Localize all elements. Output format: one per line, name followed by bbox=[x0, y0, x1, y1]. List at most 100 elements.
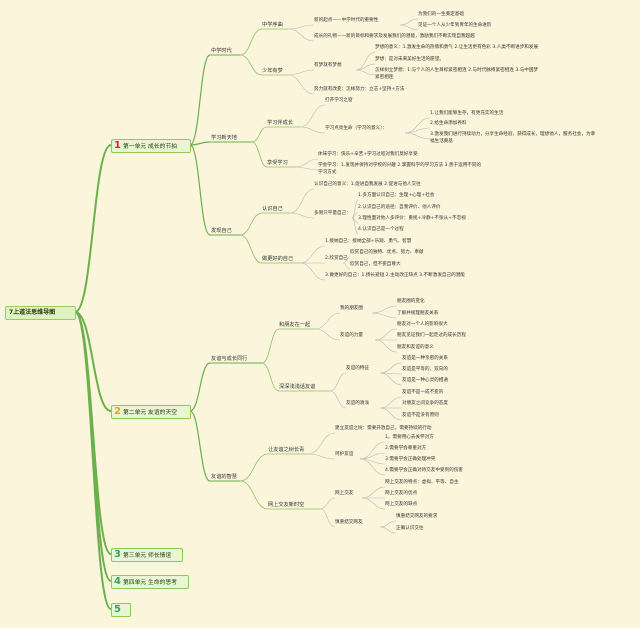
l36 bbox=[371, 305, 398, 314]
topic-appreciate-self[interactable]: 2.欣赏自己 bbox=[325, 256, 348, 261]
l19 bbox=[239, 212, 263, 236]
leaf-care-3: 3.需要学会正确处理冲突 bbox=[385, 457, 436, 462]
leaf-effort-changes: 努力就有改变：怎样努力：立志+坚持+方法 bbox=[314, 87, 405, 92]
topic-enjoy-learning[interactable]: 享受学习 bbox=[267, 160, 288, 166]
l16 bbox=[404, 132, 431, 140]
l49 bbox=[239, 453, 269, 482]
topic-online-friend[interactable]: 网上交友 bbox=[335, 491, 354, 496]
leaf-power-c: 朋友和友谊的意义 bbox=[397, 345, 434, 350]
l5 bbox=[287, 69, 315, 76]
link-root-unit2 bbox=[74, 311, 112, 412]
l11 bbox=[251, 141, 268, 168]
l35 bbox=[314, 328, 341, 341]
topic-care-friendship[interactable]: 呵护友谊 bbox=[335, 452, 354, 457]
unit-1-number: 1 bbox=[114, 140, 121, 151]
leaf-online-a: 网上交友的特点：虚拟、平等、自主 bbox=[385, 480, 459, 485]
l18 bbox=[294, 166, 319, 171]
unit-4-number: 4 bbox=[114, 576, 121, 587]
link-era-prelude bbox=[239, 28, 263, 56]
leaf-feature-a: 友谊是一种亲密的关系 bbox=[402, 356, 448, 361]
leaf-care-1: 1。需要用心去关怀对方 bbox=[385, 435, 434, 440]
l27 bbox=[299, 245, 326, 264]
l53 bbox=[359, 441, 386, 460]
topic-deep-shallow[interactable]: 深深浅浅话友谊 bbox=[279, 384, 316, 390]
link-u1-self bbox=[189, 144, 211, 236]
topic-prelude[interactable]: 中学序曲 bbox=[262, 22, 283, 28]
unit-4-label: 第四单元 生命的思考 bbox=[123, 580, 178, 586]
l52 bbox=[307, 453, 336, 460]
topic-middle-school-era[interactable]: 中学时代 bbox=[211, 48, 232, 54]
topic-friend-circle[interactable]: 我的朋友圈 bbox=[340, 306, 363, 311]
topic-learning-meaning[interactable]: 学习点亮生命（学习的意义）： bbox=[325, 126, 388, 131]
leaf-feature-c: 友谊是一种心灵的相通 bbox=[402, 378, 448, 383]
l61 bbox=[361, 497, 386, 510]
leaf-online-c: 网上交友的缺点 bbox=[385, 502, 418, 507]
leaf-accept-self: 1.接纳自己：接纳全部+乐观、勇气、智慧 bbox=[325, 239, 412, 244]
leaf-multi-angle-3: 3.理性面对他人多评价：重视+冷静+不张从+不忽视 bbox=[358, 216, 466, 221]
topic-learning-world[interactable]: 学习新天地 bbox=[211, 135, 237, 141]
leaf-power-b: 朋友见证我们一起走过的成长历程 bbox=[397, 333, 466, 338]
link-era-youth bbox=[239, 54, 263, 76]
leaf-appreciate-a: 欣赏自己的独特、优点、努力、奉献 bbox=[350, 250, 424, 255]
topic-discover-self[interactable]: 发现自己 bbox=[211, 228, 232, 234]
leaf-know-self-meaning: 认识自己的意义：1.促进自我发展 2.促进与他人交往 bbox=[314, 182, 421, 187]
l30 bbox=[342, 256, 351, 264]
root-node[interactable]: 7上道法思维导图 bbox=[5, 306, 76, 320]
leaf-power-a: 朋友对一个人的影响很大 bbox=[397, 322, 448, 327]
topic-friendship-clarity[interactable]: 友谊的清浅 bbox=[346, 401, 369, 406]
leaf-learn-how: 学会学习：1.发现并保持对学校的兴趣 2.掌握科学的学习方法 3.善于运用不同的 bbox=[318, 163, 482, 168]
topic-have-dream[interactable]: 有梦就有梦想 bbox=[314, 63, 342, 68]
topic-know-self[interactable]: 认识自己 bbox=[262, 206, 283, 212]
l20 bbox=[239, 234, 263, 264]
l2 bbox=[287, 28, 315, 42]
unit-5-node[interactable]: 5 bbox=[111, 603, 131, 617]
l7 bbox=[355, 51, 376, 71]
l50 bbox=[239, 480, 269, 510]
leaf-feature-b: 友谊是平等的，双向的 bbox=[402, 367, 448, 372]
topic-with-friends[interactable]: 和朋友在一起 bbox=[279, 322, 311, 328]
unit-2-label: 第二单元 友谊的天空 bbox=[123, 410, 178, 416]
leaf-multi-angle-4: 4.认识自己是一个过程 bbox=[358, 227, 404, 232]
topic-friendship-power[interactable]: 友谊的力量 bbox=[340, 333, 363, 338]
leaf-new-start-a: 为我们的一生奠定基础 bbox=[418, 12, 464, 17]
leaf-clarity-b: 对朋友之间竞争的态度 bbox=[402, 401, 448, 406]
l51 bbox=[307, 432, 336, 455]
leaf-learning-meaning-a: 1.让我们能够生存，有更充实的生活 bbox=[430, 111, 504, 116]
link-u1-era bbox=[189, 54, 211, 146]
topic-better-self[interactable]: 做更好的自己 bbox=[262, 256, 294, 262]
l40 bbox=[374, 339, 398, 353]
l17 bbox=[294, 158, 319, 168]
l41 bbox=[329, 372, 347, 392]
topic-friendship-wisdom[interactable]: 友谊的智慧 bbox=[211, 474, 237, 480]
l14 bbox=[404, 117, 431, 134]
l23 bbox=[351, 199, 359, 219]
leaf-multi-angle-2: 2.认识自己的途径：自我评价、他人评价 bbox=[358, 205, 441, 210]
link-u2-grow bbox=[189, 362, 211, 412]
l37 bbox=[371, 312, 398, 319]
topic-careful-netfriends[interactable]: 慎重结交网友 bbox=[335, 520, 363, 525]
leaf-appreciate-b: 欣赏自己，但不妄自尊大 bbox=[350, 262, 401, 267]
l4 bbox=[399, 24, 419, 31]
leaf-build-friendship: 建立友谊之树：需要开放自己，需要持续的行动 bbox=[335, 426, 432, 431]
unit-1-label: 第一单元 成长的节拍 bbox=[123, 144, 178, 150]
l42 bbox=[329, 390, 347, 409]
topic-learning-growth[interactable]: 学习伴成长 bbox=[267, 120, 293, 126]
topic-friendship-features[interactable]: 友谊的特征 bbox=[346, 366, 369, 371]
topic-youth-dream[interactable]: 少年有梦 bbox=[262, 68, 283, 74]
l43 bbox=[379, 362, 403, 374]
l26 bbox=[351, 217, 359, 235]
topic-evergreen[interactable]: 让友谊之树长青 bbox=[268, 447, 305, 453]
topic-multi-angle[interactable]: 多侧只平量自己： bbox=[314, 211, 351, 216]
topic-online-friends[interactable]: 网上交友新时空 bbox=[268, 502, 305, 508]
leaf-careful-a: 慎重结交网友的要求 bbox=[396, 514, 438, 519]
leaf-care-4: 4.需要学会正确对待交友中受到的伤害 bbox=[385, 468, 463, 473]
leaf-dream-how-2: 紧密相连 bbox=[375, 75, 394, 80]
l38 bbox=[374, 328, 398, 341]
topic-friendship-growth[interactable]: 友谊与成长同行 bbox=[211, 356, 248, 362]
l56 bbox=[359, 458, 386, 476]
l32 bbox=[261, 328, 280, 364]
